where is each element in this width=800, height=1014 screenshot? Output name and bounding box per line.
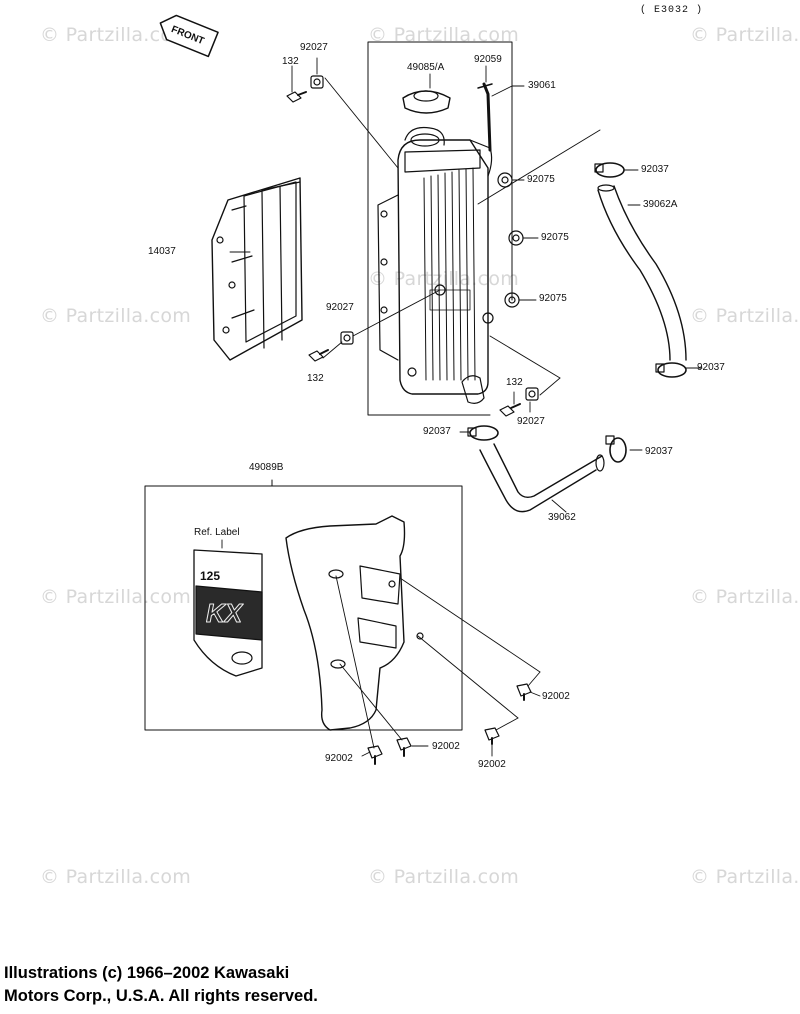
callout-92075: 92075: [527, 174, 555, 185]
watermark: © Partzilla.com: [40, 866, 192, 888]
watermark: © Partzilla.com: [40, 305, 192, 327]
bolt-icon: [367, 745, 383, 765]
callout-92037: 92037: [645, 446, 673, 457]
copyright-credit: Illustrations (c) 1966–2002 Kawasaki Mot…: [4, 962, 318, 1008]
lower-hose: [479, 443, 605, 513]
callout-39062a: 39062A: [643, 199, 678, 210]
hose-clamp: [467, 425, 499, 441]
callout-92037: 92037: [641, 164, 669, 175]
radiator: [377, 126, 494, 404]
callout-132: 132: [282, 56, 299, 67]
watermark: © Partzilla.com: [368, 268, 520, 290]
callout-92002: 92002: [478, 759, 506, 770]
front-arrow-icon: FRONT: [159, 14, 219, 58]
callout-92002: 92002: [325, 753, 353, 764]
watermark: © Partzilla.com: [690, 24, 800, 46]
bolt-icon: [396, 737, 412, 757]
callout-92002: 92002: [542, 691, 570, 702]
page-code: ( E3032 ): [640, 5, 704, 16]
radiator-cap: [402, 90, 451, 114]
callout-49085a: 49085/A: [407, 62, 445, 73]
label-model: 125: [200, 569, 220, 583]
credit-line-2: Motors Corp., U.S.A. All rights reserved…: [4, 987, 318, 1005]
label-brand: KX: [206, 598, 244, 628]
callout-92037: 92037: [697, 362, 725, 373]
collar-icon: [525, 387, 539, 401]
watermark: © Partzilla.com: [690, 305, 800, 327]
watermark: © Partzilla.com: [40, 586, 192, 608]
grommet-icon: [508, 230, 524, 246]
callout-92075: 92075: [541, 232, 569, 243]
callout-92027: 92027: [326, 302, 354, 313]
collar-icon: [340, 331, 354, 345]
credit-line-1: Illustrations (c) 1966–2002 Kawasaki: [4, 964, 290, 982]
bolt-icon: [308, 349, 329, 362]
shroud-group-outline: [144, 479, 463, 731]
overflow-hose: [482, 82, 492, 152]
ref-label-caption: Ref. Label: [194, 527, 240, 538]
hose-clamp: [655, 362, 687, 378]
callout-132: 132: [307, 373, 324, 384]
radiator-group-outline: [367, 41, 513, 416]
leader-lines: [229, 57, 703, 513]
watermark: © Partzilla.com: [368, 24, 520, 46]
callout-92075: 92075: [539, 293, 567, 304]
callout-92027: 92027: [300, 42, 328, 53]
bolt-icon: [484, 727, 500, 745]
bolt-icon: [499, 403, 521, 417]
callout-132: 132: [506, 377, 523, 388]
callout-49089b: 49089B: [249, 462, 284, 473]
hose-clamp: [605, 435, 627, 463]
watermark: © Partzilla.com: [690, 586, 800, 608]
callout-39062: 39062: [548, 512, 576, 523]
callout-39061: 39061: [528, 80, 556, 91]
callout-92002: 92002: [432, 741, 460, 752]
callout-14037: 14037: [148, 246, 176, 257]
callout-92037: 92037: [423, 426, 451, 437]
callout-92027: 92027: [517, 416, 545, 427]
hose-clamp: [594, 162, 625, 178]
upper-hose: [597, 184, 687, 361]
watermark: © Partzilla.com: [40, 24, 192, 46]
watermark: © Partzilla.com: [690, 866, 800, 888]
radiator-guard: [211, 177, 303, 361]
ref-label-decal: 125 KX: [193, 549, 263, 677]
watermark: © Partzilla.com: [368, 866, 520, 888]
callout-92059: 92059: [474, 54, 502, 65]
leader-lines: [221, 539, 541, 757]
radiator-shroud: [285, 515, 424, 731]
bolt-icon: [516, 683, 532, 701]
collar-icon: [310, 75, 324, 89]
bolt-icon: [286, 91, 307, 103]
